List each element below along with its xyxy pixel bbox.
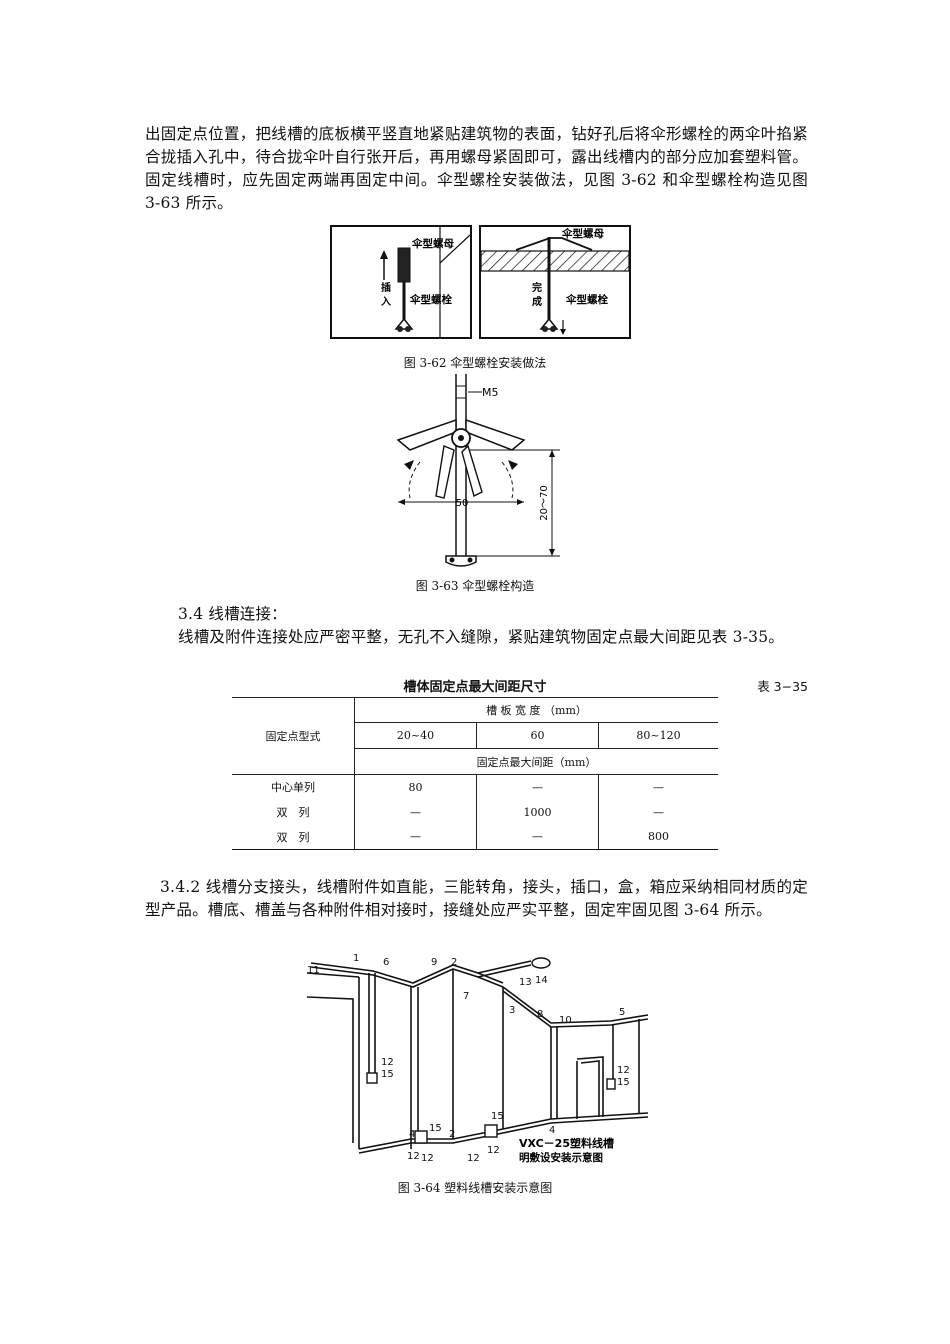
svg-text:1: 1 [353, 953, 359, 964]
svg-text:15: 15 [381, 1069, 394, 1080]
table-cell: 80 [354, 774, 477, 800]
table-row-label: 双 列 [232, 824, 355, 850]
svg-text:8: 8 [537, 1009, 543, 1020]
svg-text:4: 4 [549, 1125, 555, 1136]
svg-text:12: 12 [421, 1153, 434, 1164]
section-body: 线槽及附件连接处应严密平整，无孔不入缝隙，紧贴建筑物固定点最大间距见表 3-35… [178, 628, 784, 646]
fig64-title-line2: 明敷设安装示意图 [519, 1151, 603, 1164]
table-cell: — [354, 799, 477, 825]
svg-text:12: 12 [467, 1153, 480, 1164]
table-row: 双 列 — — 800 [232, 824, 718, 850]
table-cell: — [476, 774, 599, 800]
fig63-caption: 图 3-63 伞型螺栓构造 [415, 579, 535, 593]
table-row: 中心单列 80 — — [232, 774, 718, 800]
table-col-header: 20~40 [354, 722, 477, 749]
fig62-left-nut-label: 伞型螺母 [411, 237, 454, 250]
fig62-caption: 图 3-62 伞型螺栓安装做法 [403, 356, 547, 370]
svg-text:14: 14 [535, 975, 548, 986]
fig64-title-line1: VXC－25塑料线槽 [519, 1136, 614, 1150]
table-sub-header: 固定点最大间距（mm） [354, 748, 718, 775]
table-cell: — [476, 824, 599, 850]
intro-paragraph: 出固定点位置，把线槽的底板横平竖直地紧贴建筑物的表面，钻好孔后将伞形螺栓的两伞叶… [145, 125, 808, 212]
table-cell: 1000 [476, 799, 599, 825]
fig62-left-bolt-label: 伞型螺栓 [409, 293, 452, 306]
fig62-right-action-char1: 完 [532, 281, 542, 294]
svg-text:12: 12 [487, 1145, 500, 1156]
svg-text:11: 11 [307, 965, 320, 976]
fig63-depth-label: 20～70 [539, 485, 550, 520]
figure-3-64: 11 1 6 9 2 13 14 7 3 8 10 5 12 15 12 15 … [303, 953, 648, 1169]
fig63-thread-label: M5 [482, 386, 499, 399]
svg-text:4: 4 [409, 1129, 415, 1140]
table-cell: — [354, 824, 477, 850]
svg-text:15: 15 [491, 1111, 504, 1122]
fig62-left-panel: 伞型螺母 插 入 伞型螺栓 [330, 225, 472, 339]
fig62-left-action-char1: 插 [381, 281, 391, 294]
fig64-caption: 图 3-64 塑料线槽安装示意图 [397, 1181, 553, 1195]
svg-text:12: 12 [617, 1065, 630, 1076]
svg-text:5: 5 [619, 1007, 625, 1018]
table-col-header: 60 [476, 722, 599, 749]
svg-text:15: 15 [429, 1123, 442, 1134]
table-row-label: 双 列 [276, 806, 310, 819]
svg-text:15: 15 [617, 1077, 630, 1088]
fig62-right-panel: 伞型螺母 完 成 伞型螺栓 [479, 225, 631, 339]
figure-3-63: M5 50 20～70 [392, 372, 572, 570]
svg-text:6: 6 [383, 957, 389, 968]
table-row-header: 固定点型式 [232, 697, 355, 775]
svg-text:10: 10 [559, 1015, 572, 1026]
table-cell: — [598, 799, 718, 825]
svg-text:7: 7 [463, 991, 469, 1002]
section-heading: 3.4 线槽连接： [178, 605, 287, 623]
spacing-table: 固定点型式 槽 板 宽 度 （mm） 20~40 60 80~120 固定点最大… [232, 697, 718, 850]
svg-text:3: 3 [509, 1005, 515, 1016]
sub-section-paragraph: 3.4.2 线槽分支接头，线槽附件如直能，三能转角，接头，插口，盒，箱应采纳相同… [145, 878, 808, 919]
fig62-right-nut-label: 伞型螺母 [561, 227, 604, 240]
fig62-left-action-char2: 入 [381, 296, 391, 308]
svg-text:13: 13 [519, 977, 532, 988]
fig62-right-bolt-label: 伞型螺栓 [565, 293, 608, 306]
svg-text:9: 9 [431, 957, 437, 968]
svg-text:2: 2 [451, 957, 457, 968]
table-number: 表 3−35 [757, 679, 808, 694]
svg-text:12: 12 [407, 1151, 420, 1162]
fig63-width-label: 50 [456, 498, 469, 509]
fig62-right-action-char2: 成 [532, 295, 542, 308]
table-title: 槽体固定点最大间距尺寸 [403, 680, 547, 695]
figure-3-62: 伞型螺母 插 入 伞型螺栓 伞型螺母 完 成 伞型螺栓 [330, 225, 632, 341]
svg-text:2: 2 [449, 1129, 455, 1140]
table-row-label: 中心单列 [271, 781, 315, 795]
svg-text:12: 12 [381, 1057, 394, 1068]
table-col-header: 80~120 [598, 722, 718, 749]
table-cell: 800 [598, 824, 718, 850]
table-row: 双 列 — 1000 — [232, 799, 718, 825]
table-cell: — [598, 774, 718, 800]
table-group-header: 槽 板 宽 度 （mm） [354, 697, 718, 723]
